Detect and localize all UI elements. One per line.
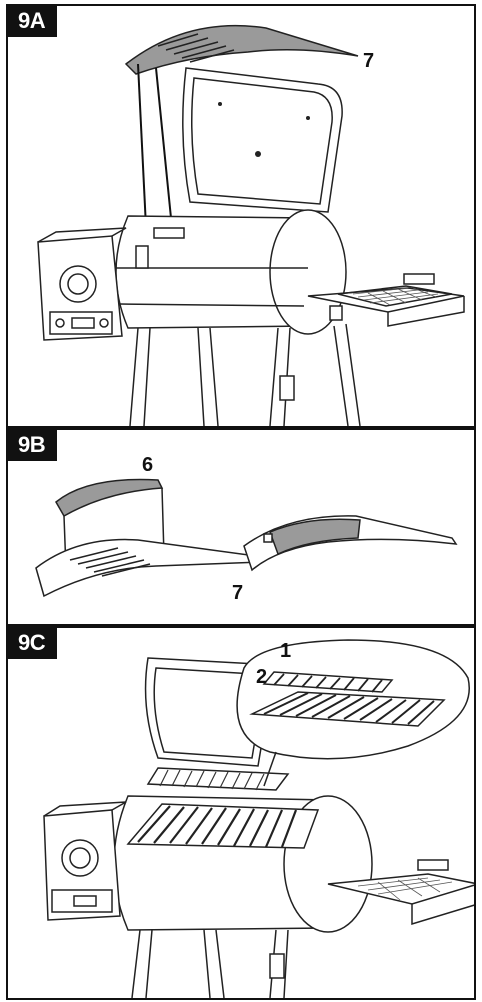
open-lid — [182, 67, 343, 213]
heat-shield-assembly-illustration — [35, 478, 458, 598]
grate-2 — [249, 691, 446, 727]
panel-label-9a: 9A — [8, 6, 58, 37]
panel-label-9b: 9B — [8, 430, 58, 461]
panel-9a: 9A 7 — [6, 4, 476, 428]
panel-label-9c: 9C — [8, 628, 58, 659]
grill-lid-removal-illustration — [37, 24, 465, 426]
callout-7-9b: 7 — [232, 582, 244, 604]
callout-1-9c: 1 — [280, 640, 292, 662]
heat-shield-top-part — [124, 24, 359, 75]
shield-part-6-exploded — [55, 478, 164, 518]
panel-9c: 9C 1 2 — [6, 626, 476, 1000]
shield-part-7-exploded — [35, 538, 262, 598]
cooking-grate-installation-illustration — [43, 639, 474, 998]
callout-2-9c: 2 — [256, 666, 268, 688]
callout-6-9b: 6 — [142, 454, 154, 476]
side-shelf-9c — [327, 873, 474, 905]
callout-7-9a: 7 — [363, 50, 375, 72]
panel-9b: 9B 6 7 — [6, 428, 476, 626]
